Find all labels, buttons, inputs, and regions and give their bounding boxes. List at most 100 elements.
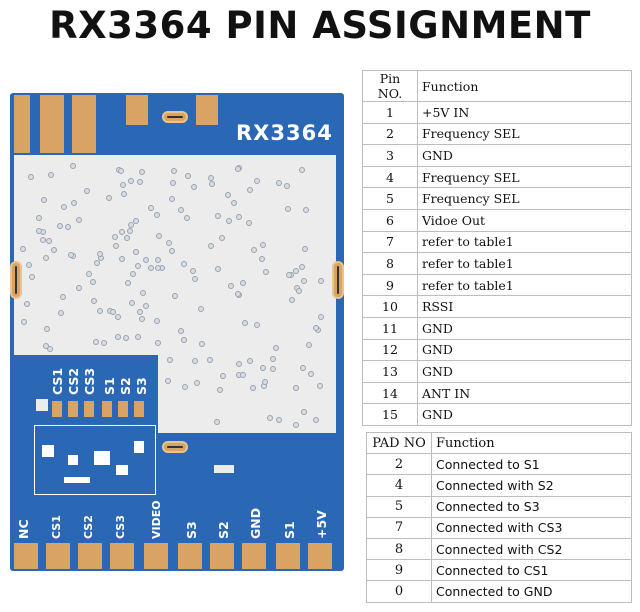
via-dot: [231, 200, 237, 206]
cell-number: 14: [362, 381, 418, 405]
header-function: Function: [417, 70, 632, 102]
via-dot: [228, 283, 234, 289]
cell-function: GND: [417, 403, 632, 426]
via-dot: [198, 306, 204, 312]
cell-function: GND: [417, 338, 632, 362]
via-dot: [308, 371, 314, 377]
via-dot: [318, 278, 324, 284]
via-dot: [250, 385, 256, 391]
via-dot: [289, 297, 295, 303]
via-dot: [133, 249, 139, 255]
via-dot: [40, 237, 46, 243]
via-dot: [36, 228, 42, 234]
via-dot: [260, 365, 266, 371]
via-dot: [209, 181, 215, 187]
cell-function: Connected with S2: [431, 474, 632, 497]
table-header-row: PAD NO Function: [366, 431, 632, 455]
silk-s2: S2: [118, 377, 133, 395]
via-dot: [273, 345, 279, 351]
bottom-pad: [242, 543, 266, 569]
via-dot: [118, 168, 124, 174]
silk-bottom-s1: S1: [282, 521, 297, 539]
via-dot: [94, 260, 100, 266]
cell-function: Connected to CS1: [431, 559, 632, 582]
via-dot: [199, 341, 205, 347]
via-dot: [254, 322, 260, 328]
table-header-row: Pin NO. Function: [362, 70, 632, 102]
via-dot: [101, 340, 107, 346]
via-dot: [71, 200, 77, 206]
silk-bottom-s2: S2: [216, 521, 231, 539]
cell-function: Frequency SEL: [417, 122, 632, 146]
via-dot: [172, 293, 178, 299]
via-dot: [84, 188, 90, 194]
cell-number: 12: [362, 338, 418, 362]
via-dot: [299, 264, 305, 270]
via-dot: [169, 248, 175, 254]
silk-cs3: CS3: [82, 367, 97, 395]
via-dot: [120, 182, 126, 188]
cell-function: Vidoe Out: [417, 208, 632, 232]
cell-number: 9: [362, 273, 418, 297]
cell-function: Connected with CS2: [431, 537, 632, 561]
via-dot: [48, 172, 54, 178]
via-dot: [115, 314, 121, 320]
via-dot: [318, 314, 324, 320]
via-dot: [68, 252, 74, 258]
cell-number: 4: [366, 474, 432, 497]
cell-number: 8: [366, 537, 432, 561]
via-dot: [29, 274, 35, 280]
via-dot: [154, 212, 160, 218]
via-dot: [171, 168, 177, 174]
via-dot: [317, 383, 323, 389]
via-dot: [44, 326, 50, 332]
via-dot: [155, 257, 161, 263]
via-dot: [313, 325, 319, 331]
via-dot: [251, 247, 257, 253]
via-dot: [215, 266, 221, 272]
via-dot: [208, 175, 214, 181]
via-dot: [129, 300, 135, 306]
rf-shield: [14, 155, 336, 355]
via-dot: [70, 163, 76, 169]
via-dot: [148, 265, 154, 271]
via-dot: [192, 276, 198, 282]
via-dot: [65, 224, 71, 230]
via-dot: [97, 251, 103, 257]
bottom-pad: [210, 543, 234, 569]
via-dot: [191, 184, 197, 190]
via-dot: [217, 387, 223, 393]
table-row: 1+5V IN: [362, 101, 632, 124]
via-dot: [236, 361, 242, 367]
cell-function: +5V IN: [417, 101, 632, 124]
via-dot: [240, 372, 246, 378]
cell-function: GND: [417, 316, 632, 340]
jumper-pad: [68, 401, 78, 417]
via-dot: [46, 238, 52, 244]
via-dot: [260, 242, 266, 248]
via-dot: [313, 417, 319, 423]
cell-function: Connected to GND: [431, 580, 632, 603]
via-dot: [21, 319, 27, 325]
via-dot: [293, 385, 299, 391]
top-pad: [126, 95, 148, 125]
via-dot: [112, 234, 118, 240]
via-dot: [86, 271, 92, 277]
via-dot: [284, 183, 290, 189]
via-dot: [143, 303, 149, 309]
via-dot: [182, 384, 188, 390]
via-dot: [139, 169, 145, 175]
silk-s1: S1: [102, 377, 117, 395]
via-dot: [208, 243, 214, 249]
via-dot: [106, 195, 112, 201]
side-slot-left: [10, 261, 22, 299]
